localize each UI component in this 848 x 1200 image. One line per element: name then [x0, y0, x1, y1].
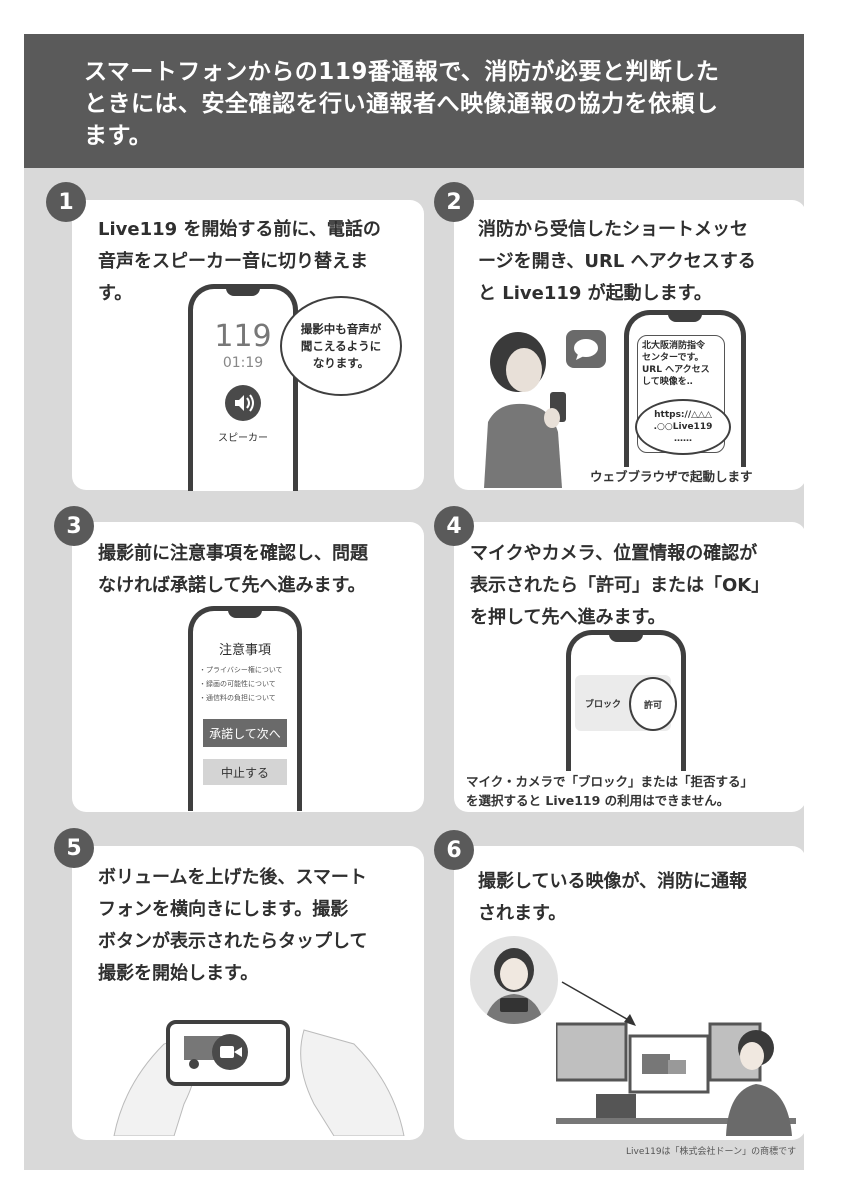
- header-line: ときには、安全確認を行い通報者へ映像通報の協力を依頼し: [84, 91, 719, 117]
- sms-line: センターです。: [642, 353, 704, 363]
- step-3-badge: 3: [54, 506, 94, 546]
- header-title: スマートフォンからの119番通報で、消防が必要と判断した ときには、安全確認を行…: [84, 56, 784, 152]
- cancel-button[interactable]: 中止する: [203, 759, 287, 785]
- sms-phone: 北大阪消防指令 センターです。 URL へアクセス して映像を‥ https:/…: [624, 310, 746, 467]
- text-line: マイクやカメラ、位置情報の確認が: [470, 543, 758, 564]
- text-line: ボリュームを上げた後、スマート: [98, 867, 367, 888]
- phone-illustration: 119 01:19 スピーカー: [188, 284, 298, 491]
- notice-title: 注意事項: [218, 643, 271, 658]
- text-line: フォンを横向きにします。撮影: [98, 899, 349, 920]
- header-line: ます。: [84, 123, 153, 149]
- phone-notch: [228, 606, 262, 618]
- header-banner: スマートフォンからの119番通報で、消防が必要と判断した ときには、安全確認を行…: [24, 34, 804, 168]
- step-4-text: マイクやカメラ、位置情報の確認が 表示されたら「許可」または「OK」 を押して先…: [470, 538, 769, 634]
- link-line: https://△△△: [654, 410, 712, 420]
- step-5-badge: 5: [54, 828, 94, 868]
- text-line: 表示されたら「許可」または「OK」: [470, 575, 770, 596]
- text-line: を押して先へ進みます。: [470, 607, 666, 628]
- phone-notch: [609, 630, 643, 642]
- step-4-caption: マイク・カメラで「ブロック」または「拒否する」 を選択すると Live119 の…: [466, 772, 753, 810]
- text-line: 音声をスピーカー音に切り替えま: [98, 251, 368, 272]
- text-line: されます。: [478, 903, 567, 924]
- accept-button[interactable]: 承諾して次へ: [203, 719, 287, 747]
- bubble-line: 撮影中も音声が: [300, 321, 382, 336]
- phone-notch: [226, 284, 260, 296]
- chat-icon: [566, 330, 606, 368]
- text-line: ージを開き、URL へアクセスする: [478, 251, 756, 272]
- step-4-badge: 4: [434, 506, 474, 546]
- text-line: 撮影を開始します。: [98, 963, 259, 984]
- hands-holding-phone-illustration: [104, 1004, 414, 1137]
- text-line: 撮影前に注意事項を確認し、問題: [98, 543, 368, 564]
- step-6-badge: 6: [434, 830, 474, 870]
- permission-phone: ブロック 許可: [566, 630, 686, 771]
- phone-notch: [668, 310, 702, 322]
- trademark-note: Live119は「株式会社ドーン」の商標です: [626, 1147, 797, 1157]
- speaker-label: スピーカー: [218, 433, 268, 444]
- sms-line: して映像を‥: [642, 377, 693, 387]
- sms-line: 北大阪消防指令: [642, 341, 706, 351]
- notice-list: ・プライバシー権について ・録画の可能性について ・通信料の負担について: [199, 663, 283, 705]
- sms-link[interactable]: https://△△△ .○○Live119 ……: [635, 399, 731, 455]
- woman-with-phone-illustration: [478, 322, 582, 488]
- notice-phone: 注意事項 ・プライバシー権について ・録画の可能性について ・通信料の負担につい…: [188, 606, 302, 811]
- allow-button[interactable]: 許可: [629, 677, 677, 731]
- block-button[interactable]: ブロック: [584, 699, 621, 710]
- text-line: と Live119 が起動します。: [478, 283, 712, 304]
- notice-item: ・録画の可能性について: [199, 680, 276, 688]
- caller-illustration: [470, 936, 558, 1024]
- notice-item: ・通信料の負担について: [199, 694, 276, 702]
- caption-line: を選択すると Live119 の利用はできません。: [466, 793, 730, 808]
- call-time: 01:19: [222, 355, 264, 371]
- caption-line: マイク・カメラで「ブロック」または「拒否する」: [466, 774, 754, 789]
- step-2-badge: 2: [434, 182, 474, 222]
- text-line: ボタンが表示されたらタップして: [98, 931, 368, 952]
- step-6-text: 撮影している映像が、消防に通報 されます。: [478, 866, 747, 930]
- link-line: ……: [674, 434, 692, 444]
- step-5-text: ボリュームを上げた後、スマート フォンを横向きにします。撮影 ボタンが表示された…: [98, 862, 367, 990]
- text-line: 消防から受信したショートメッセ: [478, 219, 748, 240]
- step-2-text: 消防から受信したショートメッセ ージを開き、URL へアクセスする と Live…: [478, 214, 756, 310]
- text-line: す。: [98, 283, 133, 304]
- header-line: スマートフォンからの119番通報で、消防が必要と判断した: [84, 59, 720, 85]
- bubble-line: 聞こえるように: [300, 338, 382, 353]
- step-1-badge: 1: [46, 182, 86, 222]
- sms-line: URL へアクセス: [642, 365, 710, 375]
- step-1-text: Live119 を開始する前に、電話の 音声をスピーカー音に切り替えま す。: [98, 214, 381, 310]
- notice-item: ・プライバシー権について: [199, 666, 283, 674]
- speech-bubble: 撮影中も音声が 聞こえるように なります。: [280, 296, 402, 396]
- step-2-caption: ウェブブラウザで起動します: [590, 469, 753, 484]
- dispatch-center-illustration: [554, 1010, 796, 1136]
- call-number: 119: [214, 319, 272, 354]
- bubble-line: なります。: [312, 355, 370, 370]
- text-line: 撮影している映像が、消防に通報: [478, 871, 748, 892]
- link-line: .○○Live119: [653, 422, 713, 432]
- speaker-icon: [225, 385, 261, 421]
- text-line: Live119 を開始する前に、電話の: [98, 219, 381, 240]
- text-line: なければ承諾して先へ進みます。: [98, 575, 366, 596]
- step-3-text: 撮影前に注意事項を確認し、問題 なければ承諾して先へ進みます。: [98, 538, 368, 602]
